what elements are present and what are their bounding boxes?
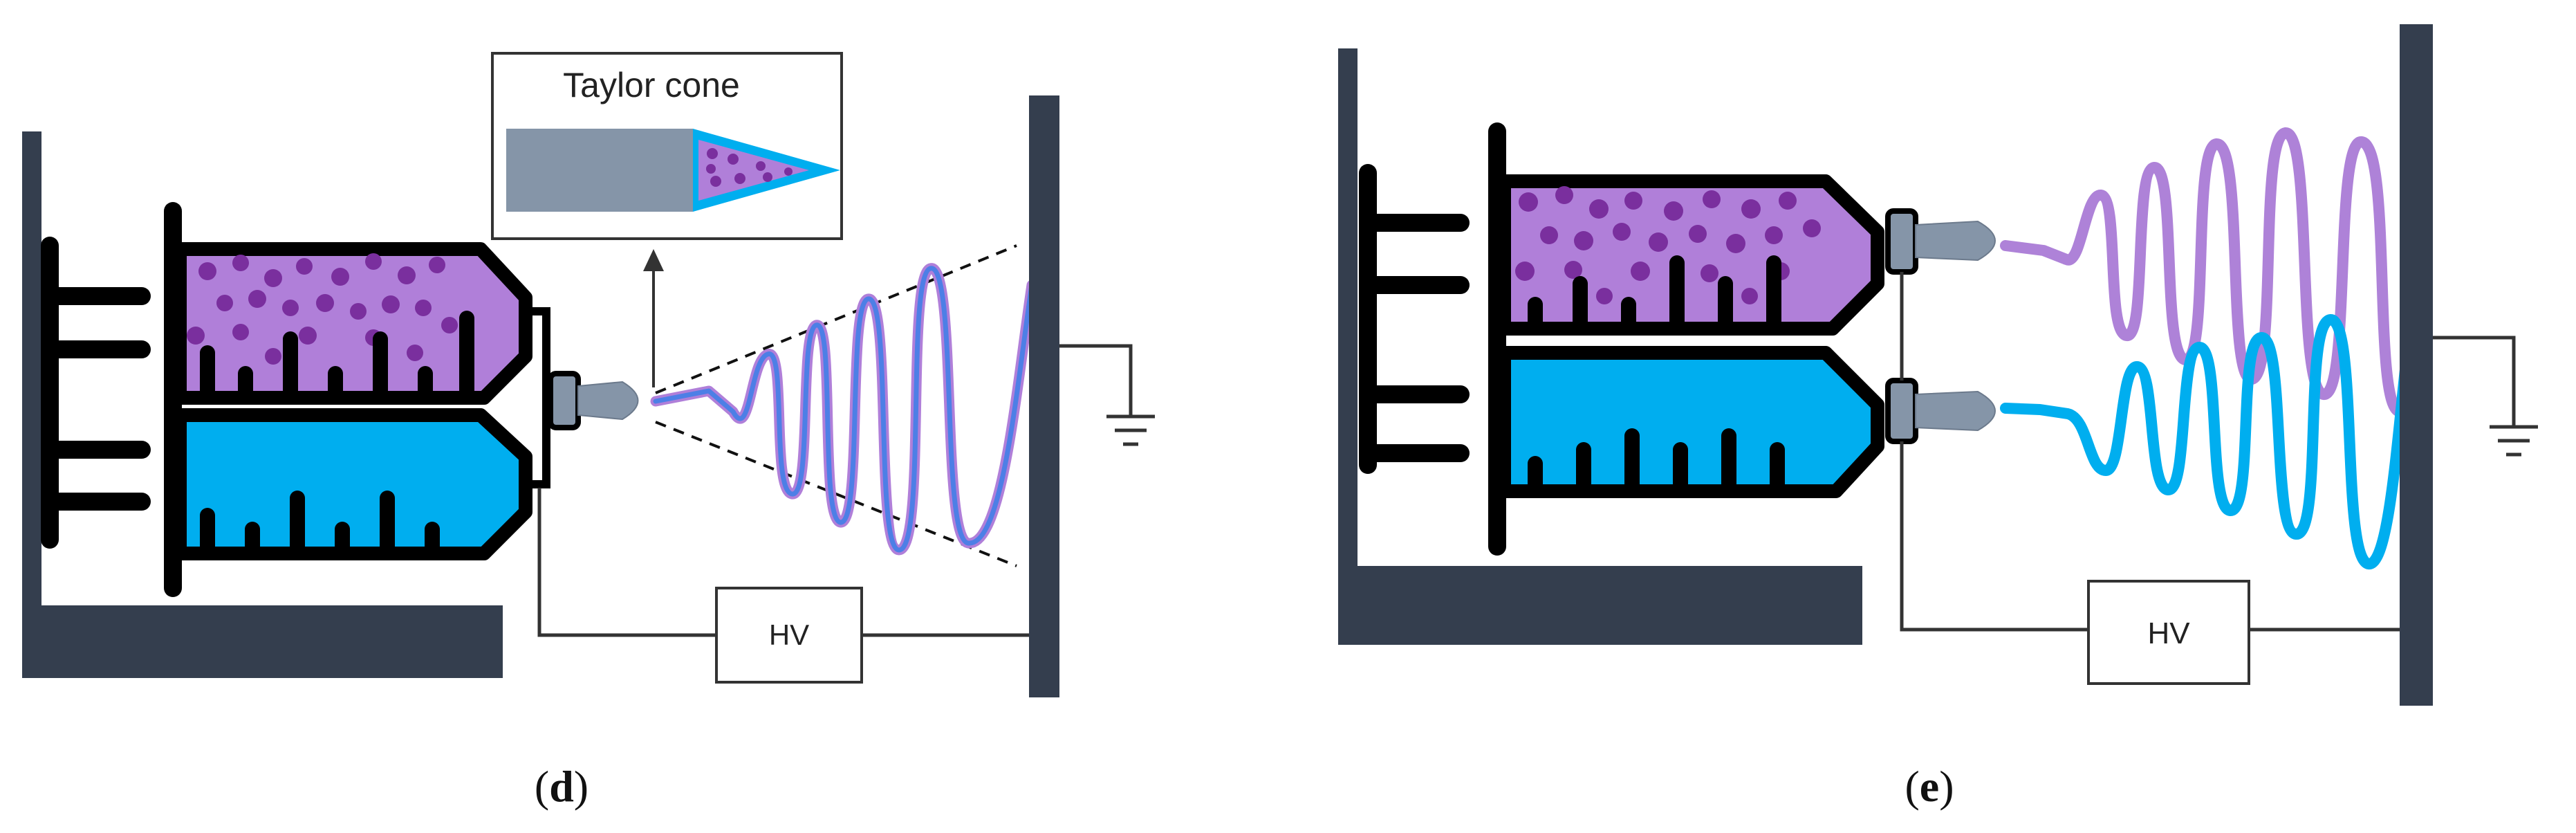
- hv-wire: [537, 488, 716, 637]
- plunger-handles: [1359, 164, 1470, 474]
- stand-base: [1338, 566, 1862, 645]
- graduations-top: [200, 311, 474, 402]
- collector-plate: [1029, 95, 1059, 697]
- inset-particles: [706, 148, 793, 187]
- stand-left-post: [1338, 48, 1358, 645]
- inset-cone-inner: [698, 140, 809, 201]
- ground-symbol: [1059, 344, 1155, 446]
- fiber-jet-blue: [2000, 299, 2419, 569]
- inset-pointer-arrowhead: [643, 249, 664, 271]
- caption-e: (e): [1905, 762, 1954, 811]
- nozzle-cap-bottom: [1885, 378, 1918, 444]
- hv-source-box: [2087, 580, 2250, 685]
- nozzle-tip-bottom: [1915, 390, 1996, 432]
- inset-label: Taylor cone: [563, 66, 740, 104]
- nozzle-cap-top: [1885, 208, 1918, 275]
- syringe-top-purple: [1497, 174, 1884, 336]
- inset-nozzle: [506, 129, 693, 212]
- panel-e: HV (e): [1338, 24, 2538, 811]
- particles-top: [1515, 186, 1821, 304]
- panel-d: Taylor cone: [22, 52, 1155, 811]
- syringe-bottom-blue: [173, 408, 532, 560]
- stand-left-post: [22, 131, 41, 678]
- nozzle-tip-top: [1915, 220, 1996, 262]
- nozzle-cap: [548, 371, 581, 430]
- hv-label: HV: [2147, 616, 2190, 650]
- ground-symbol: [2433, 336, 2538, 457]
- taylor-cone-inset: Taylor cone: [491, 52, 843, 240]
- fiber-jet-d-core: [653, 266, 1035, 553]
- hv-wire: [1900, 441, 2088, 632]
- hv-label: HV: [769, 619, 809, 651]
- collector-plate: [2400, 24, 2433, 706]
- fiber-jet-d: [650, 263, 1037, 556]
- nozzle-tip: [577, 381, 639, 421]
- syringe-bottom-blue: [1497, 346, 1884, 498]
- graduations-bottom: [200, 491, 440, 558]
- graduations-bottom: [1528, 428, 1785, 495]
- caption-d: (d): [535, 762, 589, 811]
- plunger-handles: [41, 237, 151, 549]
- graduations-top: [1528, 255, 1781, 333]
- hv-source-box: [715, 587, 863, 684]
- coaxial-connector: [526, 307, 550, 488]
- stand-base: [22, 605, 503, 678]
